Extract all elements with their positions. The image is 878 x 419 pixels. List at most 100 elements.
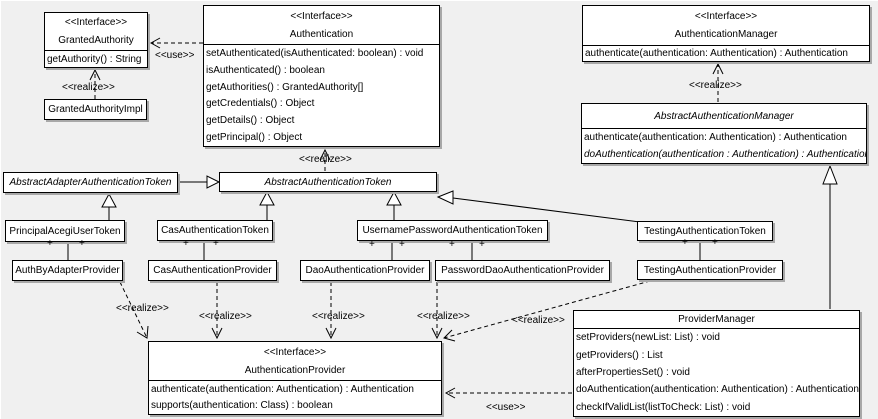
class-name: CasAuthenticationProvider <box>153 265 272 276</box>
class-header: <<Interface>> Authentication <box>204 6 439 45</box>
class-name: UsernamePasswordAuthenticationToken <box>362 225 543 236</box>
method-label: supports(authentication: Class) : boolea… <box>151 400 333 412</box>
method-label: getDetails() : Object <box>206 115 295 127</box>
stereotype-label: <<Interface>> <box>290 10 353 22</box>
realize-passworddaoprovider-authenticationprovider <box>431 282 443 340</box>
methods-compartment: setProviders(newList: List) : void getPr… <box>574 329 859 416</box>
class-password-dao-authentication-provider: PasswordDaoAuthenticationProvider <box>435 260 610 281</box>
class-testing-authentication-provider: TestingAuthenticationProvider <box>637 260 783 280</box>
generalization-usernamepasswordtoken-abstracttoken <box>386 190 402 221</box>
class-name: GrantedAuthority <box>58 34 134 46</box>
realize-label: <<realize>> <box>62 82 115 93</box>
method-label: authenticate(authentication: Authenticat… <box>151 383 414 395</box>
class-name: AuthByAdapterProvider <box>15 265 120 276</box>
class-name: AuthenticationManager <box>674 29 778 41</box>
class-header: <<Interface>> AuthenticationProvider <box>149 342 441 381</box>
class-name: AbstractAdapterAuthenticationToken <box>9 177 172 188</box>
class-name: PasswordDaoAuthenticationProvider <box>441 265 604 276</box>
realize-abstracttoken-authentication <box>319 148 331 171</box>
class-authentication: <<Interface>> Authentication setAuthenti… <box>203 5 440 147</box>
class-name: TestingAuthenticationToken <box>644 225 766 237</box>
stereotype-label: <<Interface>> <box>694 10 758 22</box>
class-name: ProviderManager <box>678 314 755 325</box>
multiplicity-plus-label: + <box>682 237 688 248</box>
multiplicity-plus-label: + <box>79 238 85 249</box>
class-abstract-adapter-authentication-token: AbstractAdapterAuthenticationToken <box>3 172 178 193</box>
method-label: doAuthentication(authentication: Authent… <box>576 384 859 396</box>
realize-label: <<realize>> <box>512 315 565 326</box>
use-label: <<use>> <box>486 402 526 413</box>
class-header: ProviderManager <box>574 311 859 329</box>
realize-label: <<realize>> <box>299 154 352 165</box>
class-authentication-provider: <<Interface>> AuthenticationProvider aut… <box>148 341 442 415</box>
methods-compartment: getAuthority() : String <box>45 51 147 67</box>
class-granted-authority-impl: GrantedAuthorityImpl <box>44 99 147 120</box>
generalization-testingtoken-abstracttoken <box>436 190 641 223</box>
use-dependency-authentication-grantedauthority <box>149 37 203 49</box>
class-testing-authentication-token: TestingAuthenticationToken <box>637 221 773 241</box>
class-header: AbstractAuthenticationManager <box>582 104 866 129</box>
realize-abstractmanager-authenticationmanager <box>712 62 724 102</box>
class-dao-authentication-provider: DaoAuthenticationProvider <box>300 260 430 281</box>
class-name: DaoAuthenticationProvider <box>305 265 425 276</box>
class-name: AbstractAuthenticationManager <box>654 110 794 122</box>
method-label: getCredentials() : Object <box>206 98 315 110</box>
multiplicity-plus-label: + <box>479 239 485 250</box>
class-name: TestingAuthenticationProvider <box>643 264 777 276</box>
class-name: GrantedAuthorityImpl <box>48 104 143 115</box>
generalization-principaltoken-adaptertoken <box>101 192 117 221</box>
realize-label: <<realize>> <box>199 311 252 322</box>
class-cas-authentication-provider: CasAuthenticationProvider <box>148 260 277 281</box>
realize-testingprovider-authenticationprovider <box>443 280 651 342</box>
realize-casprovider-authenticationprovider <box>211 282 223 340</box>
use-label: <<use>> <box>155 50 195 61</box>
method-label: getAuthorities() : GrantedAuthority[] <box>206 81 364 93</box>
methods-compartment: authenticate(authentication: Authenticat… <box>583 46 869 61</box>
multiplicity-plus-label: + <box>47 238 53 249</box>
multiplicity-plus-label: + <box>449 239 455 250</box>
stereotype-label: <<Interface>> <box>64 17 128 29</box>
realize-label: <<realize>> <box>417 311 470 322</box>
generalization-adaptertoken-abstracttoken <box>178 175 221 189</box>
class-name: AuthenticationProvider <box>244 364 346 376</box>
methods-compartment: authenticate(authentication: Authenticat… <box>149 381 441 414</box>
realize-daoprovider-authenticationprovider <box>325 282 337 340</box>
method-label: checkIfValidList(listToCheck: List) : vo… <box>576 401 751 413</box>
realize-grantedauthorityimpl-grantedauthority <box>89 68 101 99</box>
multiplicity-plus-label: + <box>369 239 375 250</box>
multiplicity-plus-label: + <box>183 238 189 249</box>
use-dependency-providermanager-authenticationprovider <box>444 387 572 399</box>
class-header: <<Interface>> AuthenticationManager <box>583 6 869 46</box>
class-authentication-manager: <<Interface>> AuthenticationManager auth… <box>582 5 870 62</box>
method-label: authenticate(authentication: Authenticat… <box>584 132 847 143</box>
realize-authbyadapterprovider-authenticationprovider <box>119 281 149 339</box>
method-label: getProviders() : List <box>576 349 663 361</box>
method-label: setAuthenticated(isAuthenticated: boolea… <box>206 47 424 59</box>
class-username-password-authentication-token: UsernamePasswordAuthenticationToken <box>357 220 548 241</box>
method-label: doAuthentication(authentication : Authen… <box>584 149 866 160</box>
stereotype-label: <<Interface>> <box>263 346 327 358</box>
class-principal-acegi-user-token: PrincipalAcegiUserToken <box>5 220 125 242</box>
multiplicity-plus-label: + <box>213 238 219 249</box>
class-name: PrincipalAcegiUserToken <box>9 225 121 237</box>
generalization-providermanager-abstractmanager <box>822 164 838 309</box>
class-provider-manager: ProviderManager setProviders(newList: Li… <box>573 310 860 417</box>
realize-label: <<realize>> <box>116 303 169 314</box>
method-label: afterPropertiesSet() : void <box>576 366 690 378</box>
realize-label: <<realize>> <box>689 80 742 91</box>
methods-compartment: setAuthenticated(isAuthenticated: boolea… <box>204 45 439 146</box>
class-auth-by-adapter-provider: AuthByAdapterProvider <box>12 260 123 281</box>
multiplicity-plus-label: + <box>712 237 718 248</box>
class-name: AbstractAuthenticationToken <box>264 176 392 188</box>
realize-label: <<realize>> <box>312 311 365 322</box>
generalization-castoken-abstracttoken <box>259 190 275 221</box>
method-label: getAuthority() : String <box>47 53 142 65</box>
class-name: Authentication <box>289 28 354 40</box>
method-label: getPrincipal() : Object <box>206 132 303 144</box>
methods-compartment: authenticate(authentication: Authenticat… <box>582 129 866 163</box>
multiplicity-plus-label: + <box>399 239 405 250</box>
class-abstract-authentication-manager: AbstractAuthenticationManager authentica… <box>581 103 867 164</box>
class-header: <<Interface>> GrantedAuthority <box>45 13 147 51</box>
